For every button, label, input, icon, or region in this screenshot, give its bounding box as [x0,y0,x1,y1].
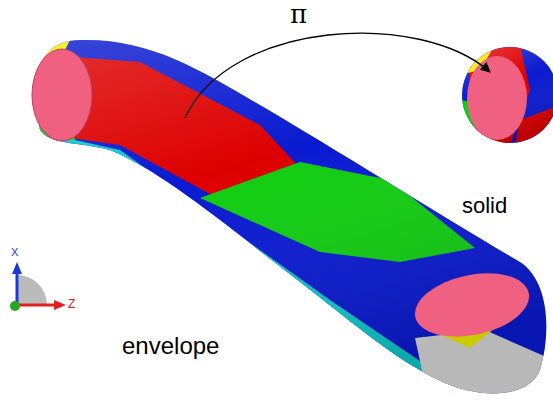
axis-label: X [11,246,18,258]
operator-label: π [290,0,307,29]
axis-label: Z [68,298,75,311]
part-label: envelope [122,333,219,359]
axis-triad [10,262,66,311]
mapping-arrow [185,33,490,118]
part-label: solid [462,194,507,218]
